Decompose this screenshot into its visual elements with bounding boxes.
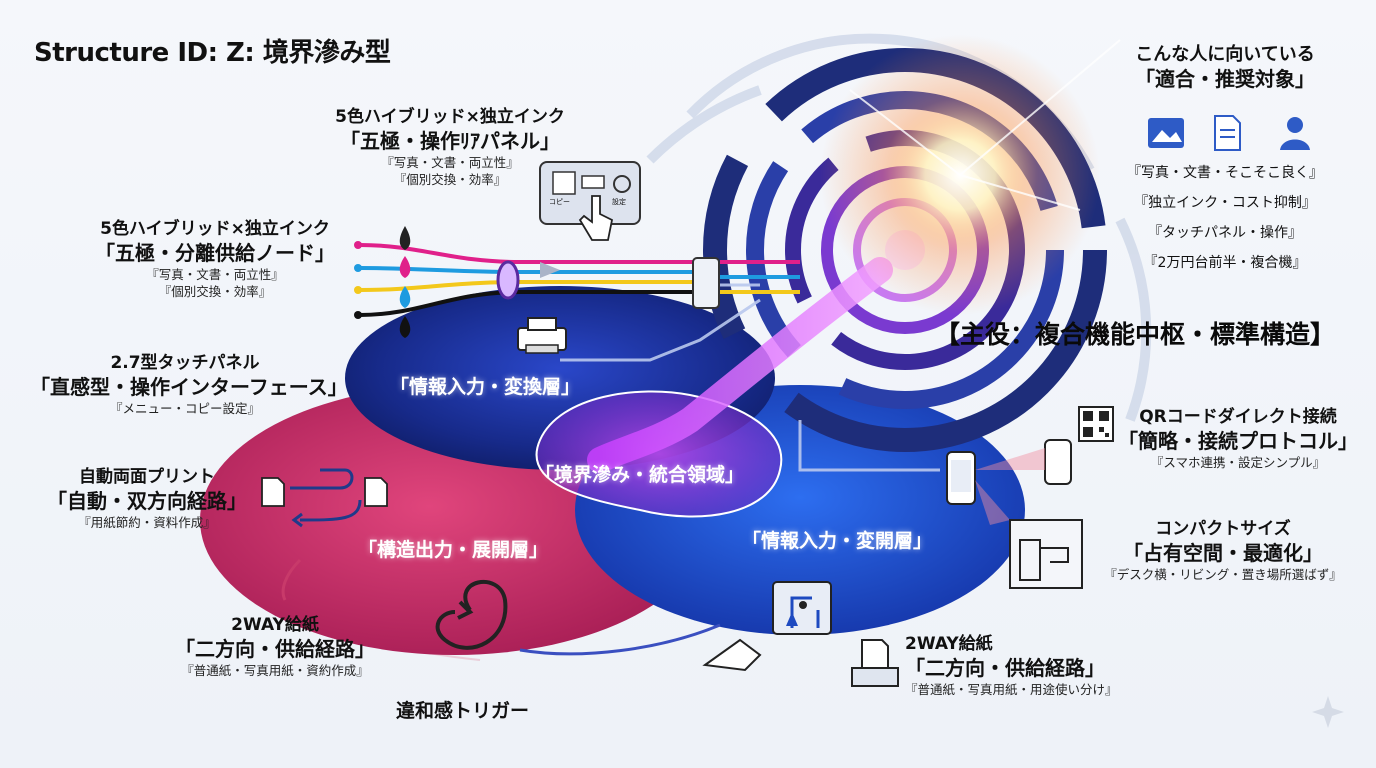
panel-block: 5色ハイブリッド×独立インク 「五極・操作ﾘｱパネル」 『写真・文書・両立性』 …: [320, 106, 580, 188]
compact-line2: 「占有空間・最適化」: [1123, 541, 1323, 565]
zone-input-bottom: 「情報入力・変開層」: [742, 530, 933, 552]
recommend-line2: 「適合・推奨対象」: [1135, 67, 1315, 91]
touch-line1: 2.7型タッチパネル: [110, 353, 260, 373]
zone-output: 「構造出力・展開層」: [358, 539, 549, 561]
connector-icon: [692, 257, 720, 309]
touch-line2: 「直感型・操作インターフェース」: [30, 375, 348, 399]
touch-panel-device: [539, 161, 641, 241]
recommend-item: 『写真・文書・そこそこ良く』: [1127, 165, 1323, 181]
recommend-list: 『写真・文書・そこそこ良く』 『独立インク・コスト抑制』 『タッチパネル・操作』…: [1110, 158, 1340, 278]
trigger-label: 違和感トリガー: [396, 700, 530, 722]
twoway-right-block: 2WAY給紙 「二方向・供給経路」 『普通紙・写真用紙・用途使い分け』: [905, 633, 1118, 698]
sparkle-icon: [1312, 696, 1344, 728]
blue-arrow: [519, 623, 721, 656]
qr-line2: 「簡略・接続プロトコル」: [1118, 429, 1358, 453]
panel-line1: 5色ハイブリッド×独立インク: [335, 107, 565, 127]
arrow-right-icon: [540, 262, 560, 278]
screen-settings-label: 設定: [612, 198, 626, 206]
lens-icon: [496, 260, 520, 300]
twoway-right-line2: 「二方向・供給経路」: [905, 656, 1105, 680]
recommend-item: 『独立インク・コスト抑制』: [1134, 195, 1316, 211]
panel-sub2: 『個別交換・効率』: [393, 172, 507, 187]
envelope-tray-icon: [702, 638, 762, 672]
qr-line1: QRコードダイレクト接続: [1139, 407, 1337, 427]
twoway-left-sub1: 『普通紙・写真用紙・資約作成』: [181, 663, 369, 678]
panel-line2: 「五極・操作ﾘｱパネル」: [340, 129, 560, 153]
twoway-left-block: 2WAY給紙 「二方向・供給経路」 『普通紙・写真用紙・資約作成』: [150, 614, 400, 679]
cycle-arrow-icon: [435, 580, 508, 650]
hero-label: 【主役：複合機能中枢・標準構造】: [935, 320, 1336, 349]
duplex-block: 自動両面プリント 「自動・双方向経路」 『用紙節約・資料作成』: [42, 466, 252, 531]
touch-block: 2.7型タッチパネル 「直感型・操作インターフェース」 『メニュー・コピー設定』: [30, 352, 348, 417]
compact-sub1: 『デスク横・リビング・置き場所選ばず』: [1104, 567, 1342, 582]
screen-copy-label: コピー: [549, 198, 570, 206]
energy-stream: [587, 257, 893, 473]
zone-input-top: 「情報入力・変換層」: [390, 376, 581, 398]
compact-line1: コンパクトサイズ: [1155, 519, 1291, 539]
printer-icon: [517, 317, 567, 354]
ink-sub1: 『写真・文書・両立性』: [146, 267, 284, 282]
recommend-icons: [1148, 115, 1310, 151]
ink-block: 5色ハイブリッド×独立インク 「五極・分離供給ノード」 『写真・文書・両立性』 …: [80, 218, 350, 300]
panel-sub1: 『写真・文書・両立性』: [381, 155, 519, 170]
duplex-arrows: [290, 468, 362, 528]
duplex-line1: 自動両面プリント: [79, 467, 215, 487]
blend-region-shape: [535, 390, 783, 518]
ink-sub2: 『個別交換・効率』: [158, 284, 272, 299]
ink-line1: 5色ハイブリッド×独立インク: [100, 219, 330, 239]
twoway-right-line1: 2WAY給紙: [905, 634, 993, 654]
compact-size-icon: [1009, 519, 1083, 589]
smartphone-icons: [946, 439, 1072, 525]
zone-blend: 「境界滲み・統合領域」: [535, 464, 745, 486]
qr-code-icon: [1078, 406, 1114, 442]
twoway-left-line1: 2WAY給紙: [231, 615, 319, 635]
recommend-item: 『タッチパネル・操作』: [1148, 225, 1302, 241]
ink-line2: 「五極・分離供給ノード」: [95, 241, 335, 265]
twoway-right-sub1: 『普通紙・写真用紙・用途使い分け』: [905, 682, 1118, 697]
glow-rays: [849, 39, 1121, 211]
duplex-line2: 「自動・双方向経路」: [47, 489, 247, 513]
qr-sub1: 『スマホ連携・設定シンプル』: [1150, 455, 1326, 470]
touch-sub1: 『メニュー・コピー設定』: [109, 401, 260, 416]
recommend-item: 『2万円台前半・複合機』: [1143, 255, 1307, 271]
paper-tray-icon: [772, 581, 832, 635]
compact-block: コンパクトサイズ 「占有空間・最適化」 『デスク横・リビング・置き場所選ばず』: [1088, 518, 1358, 583]
twoway-left-line2: 「二方向・供給経路」: [175, 637, 375, 661]
recommend-header: こんな人に向いている 「適合・推奨対象」: [1110, 44, 1340, 92]
document-icons-duplex: [261, 477, 388, 507]
page-title: Structure ID: Z: 境界滲み型: [34, 38, 391, 68]
pink-arrow: [281, 558, 302, 601]
paper-stack-icon: [851, 639, 899, 687]
duplex-sub1: 『用紙節約・資料作成』: [78, 515, 216, 530]
qr-block: QRコードダイレクト接続 「簡略・接続プロトコル」 『スマホ連携・設定シンプル』: [1118, 406, 1358, 471]
ink-drop-icons: [354, 226, 411, 338]
recommend-line1: こんな人に向いている: [1135, 44, 1315, 65]
